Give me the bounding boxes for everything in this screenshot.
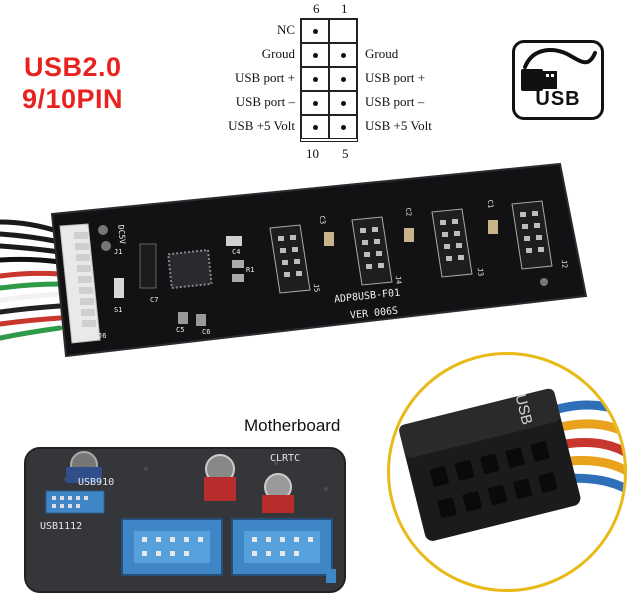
board-silk-j6: J6: [98, 332, 107, 340]
board-silk-j5: J5: [311, 283, 321, 293]
connector-closeup: USB: [387, 352, 627, 592]
pin-label-left: USB port +: [234, 70, 295, 85]
board-silk-c3: C3: [317, 215, 327, 225]
pin-cell-empty: [329, 19, 357, 43]
usb-logo-text: USB: [535, 88, 581, 110]
pin-cell: [329, 91, 357, 115]
pin-cell: [301, 19, 329, 43]
board-silk-j2: J2: [559, 259, 569, 269]
pin-cell: [329, 115, 357, 139]
mb-label-clrtc: CLRTC: [270, 453, 301, 464]
pin-cell: [301, 67, 329, 91]
mb-label-usb910: USB910: [78, 477, 115, 488]
usb-cable-icon: [521, 48, 597, 91]
board-silk-j3: J3: [475, 267, 485, 277]
board-silk-j1: J1: [114, 248, 123, 256]
board-silk-c5: C5: [176, 326, 185, 334]
pin-number-10: 10: [306, 146, 319, 161]
pin-label-left: USB +5 Volt: [228, 118, 295, 133]
title-line-2: 9/10PIN: [22, 84, 124, 114]
mb-label-usb1112: USB1112: [40, 521, 83, 532]
board-silk-dc5v: DC5V: [116, 224, 128, 245]
title-line-1: USB2.0: [24, 52, 122, 82]
pin-label-right: USB port –: [365, 94, 425, 109]
pin-cell: [301, 91, 329, 115]
pcb-illustration: [0, 162, 588, 358]
cable-wires: [0, 219, 63, 341]
connector-illustration: [399, 388, 624, 541]
board-silk-c6: C6: [202, 328, 211, 336]
pin-label-left: Groud: [261, 46, 295, 61]
pin-number-1: 1: [341, 1, 348, 16]
pin-cell: [329, 43, 357, 67]
motherboard-illustration: [26, 449, 344, 591]
board-silk-c2: C2: [403, 207, 413, 217]
pin-grid: [300, 18, 358, 142]
pin-cell: [301, 43, 329, 67]
pin-label-left: USB port –: [235, 94, 295, 109]
pcb-board: ADP8USB-F01 VER 006S DC5V J1 J2 J3 J4 J5…: [0, 150, 640, 370]
pin-number-6: 6: [313, 1, 320, 16]
pin-cell: [301, 115, 329, 139]
pin-cell: [329, 67, 357, 91]
board-silk-c1: C1: [485, 199, 495, 209]
board-silk-c4: C4: [232, 248, 241, 256]
motherboard-caption: Motherboard: [244, 416, 341, 435]
board-silk-s1: S1: [114, 306, 123, 314]
pin-label-right: Groud: [365, 46, 399, 61]
board-silk-j4: J4: [393, 275, 403, 285]
pin-number-5: 5: [342, 146, 349, 161]
motherboard-photo: USB910 USB1112 CLRTC: [24, 447, 346, 593]
pin-label-right: USB port +: [365, 70, 426, 85]
usb-logo: USB: [512, 40, 604, 120]
board-silk-c7: C7: [150, 296, 159, 304]
pin-label-right: USB +5 Volt: [365, 118, 432, 133]
pin-label-left: NC: [276, 22, 295, 37]
board-silk-r1: R1: [246, 266, 255, 274]
